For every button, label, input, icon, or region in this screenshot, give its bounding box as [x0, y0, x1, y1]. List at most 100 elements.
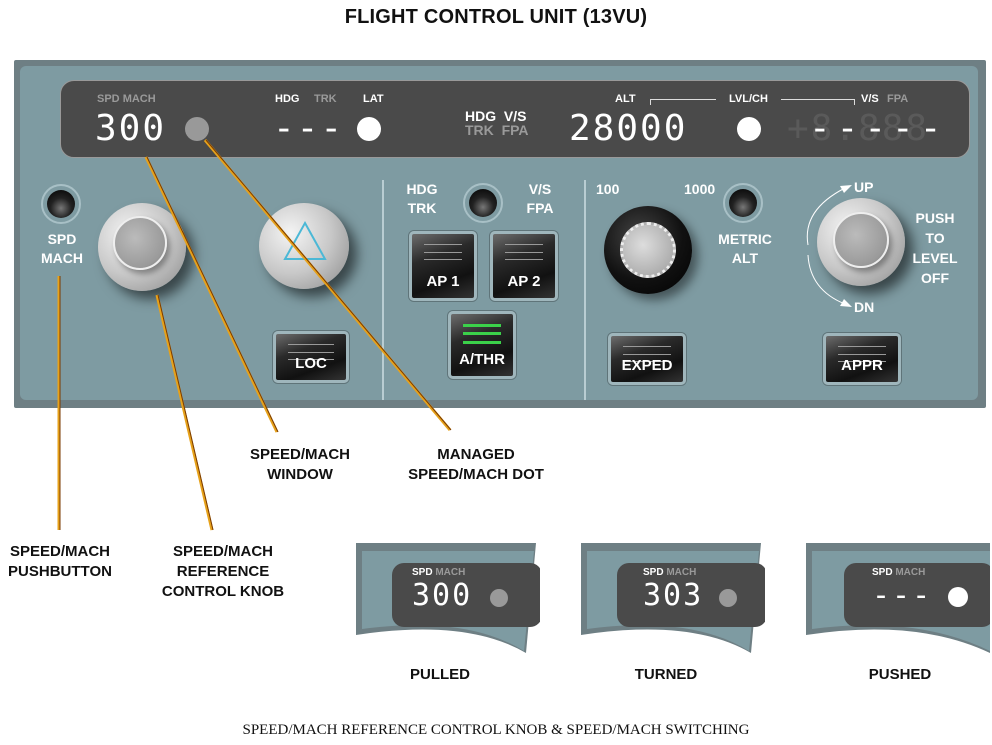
- mach-label: MACH: [122, 93, 156, 105]
- dn-label: DN: [854, 299, 875, 315]
- spd-text: SPD: [412, 567, 433, 578]
- callout-line: SPEED/MACH DOT: [408, 466, 544, 483]
- alt-increment-100-label: 100: [596, 181, 620, 197]
- up-label: UP: [854, 179, 874, 195]
- state-pulled-panel: SPD MACH 300: [356, 543, 540, 653]
- fpa-label: FPA: [887, 93, 909, 105]
- lateral-managed-dot: [357, 117, 381, 141]
- vs-text: V/S: [503, 108, 527, 124]
- managed-speed-dot: [185, 117, 209, 141]
- diagram-title: FLIGHT CONTROL UNIT (13VU): [344, 6, 648, 28]
- altitude-knob[interactable]: [604, 206, 692, 294]
- trk-text: TRK: [407, 200, 437, 216]
- callout-line: SPEED/MACH: [172, 543, 273, 560]
- state-pulled-label: PULLED: [410, 666, 470, 683]
- to-text: TO: [925, 230, 945, 246]
- metric-alt-pushbutton[interactable]: [723, 183, 763, 223]
- exped-indicator-lines: [623, 346, 671, 362]
- up-down-arrows-icon: [806, 185, 852, 307]
- spd-text: SPD: [47, 231, 77, 247]
- alt-knob-cap: [620, 222, 676, 278]
- callout-line: SPEED/MACH: [249, 446, 350, 463]
- managed-dot-dim: [719, 589, 737, 607]
- push-text: PUSH: [915, 210, 955, 226]
- speed-value: ---: [872, 578, 933, 613]
- spd-label: SPD: [97, 93, 120, 105]
- state-turned-panel: SPD MACH 303: [581, 543, 765, 653]
- hdg-trk-label: HDG TRK: [400, 180, 444, 218]
- callout-line: REFERENCE: [176, 563, 270, 580]
- knob-cap: [833, 212, 889, 268]
- knob-cap: [113, 216, 167, 270]
- ap2-button[interactable]: AP 2: [490, 231, 558, 301]
- spd-mach-label: SPD MACH: [97, 93, 156, 105]
- callout-line: PUSHBUTTON: [8, 563, 112, 580]
- trk-label: TRK: [314, 93, 337, 105]
- ap1-button[interactable]: AP 1: [409, 231, 477, 301]
- heading-knob[interactable]: [259, 203, 349, 289]
- display-fragment: SPD MACH ---: [844, 563, 990, 627]
- altitude-window: 28000: [569, 108, 688, 149]
- exped-button[interactable]: EXPED: [608, 333, 686, 385]
- push-to-level-off-label: PUSH TO LEVEL OFF: [906, 208, 964, 288]
- spd-mach-pushbutton[interactable]: [41, 184, 81, 224]
- spd-text: SPD: [872, 567, 893, 578]
- mach-text: MACH: [666, 567, 697, 578]
- fcu-display: SPD MACH 300 HDG TRK LAT --- HDG V/S TRK…: [60, 80, 970, 158]
- vs-window-background: +8.888: [787, 108, 930, 149]
- alt-managed-dot: [737, 117, 761, 141]
- mach-text: MACH: [435, 567, 466, 578]
- vertical-speed-knob[interactable]: [817, 198, 905, 286]
- panel-divider-left: [382, 180, 384, 400]
- callout-line: SPEED/MACH: [9, 543, 110, 560]
- vs-fpa-label: V/S FPA: [518, 180, 562, 218]
- callout-reference-control-knob: SPEED/MACH REFERENCE CONTROL KNOB: [148, 542, 298, 602]
- spd-mach-pb-label: SPD MACH: [30, 230, 94, 268]
- alt-label: ALT: [615, 93, 636, 105]
- state-pushed-panel: SPD MACH ---: [806, 543, 990, 653]
- speed-reference-control-knob[interactable]: [98, 203, 186, 291]
- vs-window: -----: [809, 108, 948, 149]
- metric-alt-label: METRIC ALT: [712, 230, 778, 268]
- off-text: OFF: [921, 270, 949, 286]
- lvl-ch-label: LVL/CH: [729, 93, 768, 105]
- spd-text: SPD: [643, 567, 664, 578]
- lat-label: LAT: [363, 93, 384, 105]
- appr-label: APPR: [841, 357, 883, 374]
- display-fragment: SPD MACH 300: [392, 563, 540, 627]
- exped-label: EXPED: [621, 357, 673, 374]
- state-pushed-label: PUSHED: [868, 666, 932, 683]
- loc-indicator-lines: [288, 344, 334, 360]
- loc-label: LOC: [295, 355, 327, 372]
- speed-value: 303: [643, 578, 704, 613]
- fpa-text: FPA: [526, 200, 554, 216]
- hdg-text: HDG: [406, 181, 438, 197]
- appr-indicator-lines: [838, 346, 886, 362]
- loc-button[interactable]: LOC: [273, 331, 349, 383]
- alt-bracket-left: [650, 99, 716, 105]
- state-turned-label: TURNED: [634, 666, 698, 683]
- athr-indicator-lines-lit: [463, 324, 501, 344]
- callout-speed-mach-pushbutton: SPEED/MACH PUSHBUTTON: [0, 542, 120, 582]
- fpa-text: FPA: [501, 122, 529, 138]
- ap1-indicator-lines: [424, 244, 462, 260]
- mach-text: MACH: [895, 567, 926, 578]
- pushbutton-icon: [47, 190, 75, 218]
- callout-speed-mach-window: SPEED/MACH WINDOW: [226, 445, 374, 485]
- managed-dot-lit: [948, 587, 968, 607]
- vs-label: V/S: [861, 93, 879, 105]
- hdg-label: HDG: [275, 93, 300, 105]
- alt-bracket-right: [781, 99, 855, 105]
- athr-button[interactable]: A/THR: [448, 311, 516, 379]
- ap2-indicator-lines: [505, 244, 543, 260]
- alt-increment-1000-label: 1000: [684, 181, 716, 197]
- hdg-vs-indicator: HDG V/S TRK FPA: [465, 109, 529, 137]
- panel-divider-right: [584, 180, 586, 400]
- spd-mach-label: SPD MACH: [412, 567, 465, 578]
- ap1-label: AP 1: [426, 273, 460, 290]
- hdg-vs-trk-fpa-pushbutton[interactable]: [463, 183, 503, 223]
- appr-button[interactable]: APPR: [823, 333, 901, 385]
- pushbutton-icon: [469, 189, 497, 217]
- callout-line: MANAGED: [437, 446, 515, 463]
